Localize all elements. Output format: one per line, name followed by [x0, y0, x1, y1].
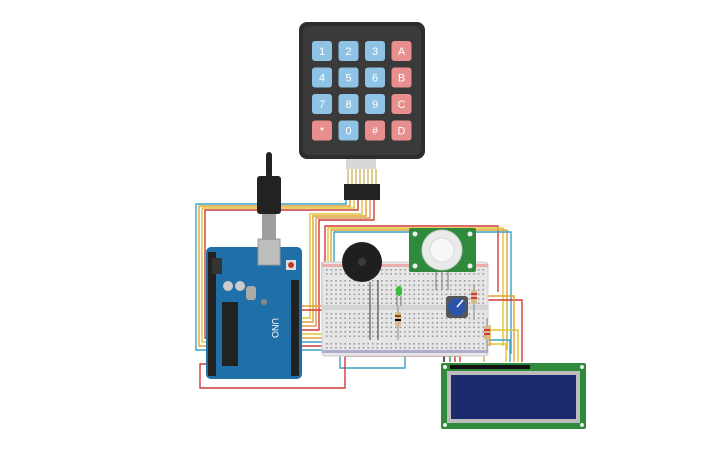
keypad-key-label: # [372, 126, 379, 138]
lcd-16x2[interactable] [441, 363, 586, 429]
keypad-key-1[interactable] [312, 41, 332, 61]
keypad-key-label: * [320, 126, 325, 138]
keypad-key-label: 3 [372, 46, 378, 58]
arduino-header-analog [208, 252, 216, 376]
piezo-buzzer[interactable] [342, 242, 382, 340]
pir-motion-sensor[interactable] [409, 228, 476, 290]
keypad-key-3[interactable] [365, 41, 385, 61]
keypad-keys: 1 2 3 A 4 5 6 B 7 8 9 C * 0 # D [312, 41, 412, 141]
keypad-key-6[interactable] [365, 67, 385, 88]
resistor-pir [471, 284, 477, 320]
keypad-key-9[interactable] [365, 94, 385, 114]
keypad-key-8[interactable] [338, 94, 359, 114]
keypad-key-label: 4 [319, 73, 325, 85]
green-led[interactable] [396, 286, 402, 306]
keypad-key-label: A [398, 46, 406, 58]
keypad-key-B[interactable] [391, 67, 412, 88]
keypad-ribbon [346, 159, 376, 169]
keypad-key-C[interactable] [391, 94, 412, 114]
potentiometer[interactable] [446, 296, 468, 318]
keypad-key-label: 5 [345, 73, 351, 85]
arduino-board-label: UNO [270, 318, 280, 338]
keypad-key-label: 2 [345, 46, 351, 58]
keypad-key-7[interactable] [312, 94, 332, 114]
arduino-header-digital [291, 280, 299, 376]
keypad-key-5[interactable] [338, 67, 359, 88]
keypad-key-label: B [398, 73, 405, 85]
resistor-lcd [484, 318, 490, 350]
keypad-key-2[interactable] [338, 41, 359, 61]
keypad-pins [347, 169, 377, 185]
lcd-screen [451, 375, 576, 419]
keypad-key-label: C [398, 99, 406, 111]
arduino-uno[interactable]: UNO [206, 238, 302, 379]
arduino-usb-port [257, 238, 281, 266]
keypad-key-D[interactable] [391, 120, 412, 141]
keypad-key-label: 8 [345, 99, 351, 111]
keypad-key-*[interactable] [312, 120, 332, 141]
keypad-key-4[interactable] [312, 67, 332, 88]
keypad-connector [344, 184, 380, 200]
arduino-atmega-chip [222, 302, 238, 366]
lcd-pin-header [450, 365, 530, 369]
usb-cable [257, 152, 281, 240]
keypad-key-label: 6 [372, 73, 378, 85]
keypad-key-A[interactable] [391, 41, 412, 61]
keypad-key-label: 9 [372, 99, 378, 111]
breadboard[interactable] [321, 261, 489, 357]
resistor-led [395, 306, 401, 340]
keypad-key-label: 0 [345, 126, 351, 138]
keypad-key-label: D [398, 126, 406, 138]
keypad-key-0[interactable] [338, 120, 359, 141]
keypad-4x4[interactable]: 1 2 3 A 4 5 6 B 7 8 9 C * 0 # D [299, 22, 425, 200]
keypad-key-label: 1 [319, 46, 325, 58]
keypad-key-label: 7 [319, 99, 325, 111]
breadboard-holes [326, 269, 484, 349]
keypad-key-#[interactable] [365, 120, 385, 141]
